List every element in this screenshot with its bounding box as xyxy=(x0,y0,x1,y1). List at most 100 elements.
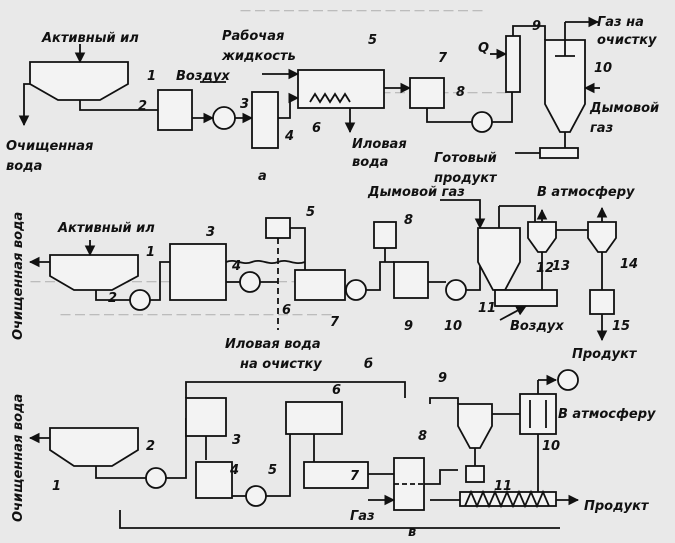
c-label-product: Продукт xyxy=(584,499,650,514)
c-num-6: 6 xyxy=(332,383,341,398)
b-cyclone-11 xyxy=(477,227,521,291)
c-pump-2 xyxy=(145,467,167,489)
b-num-5: 5 xyxy=(306,205,315,220)
a-label-working-fluid-2: жидкость xyxy=(221,49,296,64)
a-num-9: 9 xyxy=(532,19,541,34)
b-cyclone-13 xyxy=(527,221,557,253)
b-label-activated-sludge: Активный ил xyxy=(57,221,155,236)
b-cyclone-14 xyxy=(587,221,617,253)
a-label-treated-water-1: Очищенная xyxy=(6,139,93,154)
b-num-8: 8 xyxy=(404,213,413,228)
a-label-finished-product-1: Готовый xyxy=(434,151,497,166)
c-label-gas: Газ xyxy=(350,509,375,524)
b-pump-4 xyxy=(239,271,261,293)
a-label-gas-to-cleaning-1: Газ на xyxy=(597,15,644,30)
scheme-b: Активный ил Очищенная вода Дымовой газ В… xyxy=(11,185,638,372)
c-fan xyxy=(557,369,579,391)
a-scheme-letter: а xyxy=(258,169,267,184)
a-label-q: Q xyxy=(478,41,489,56)
svg-text:— — — — — — — — — — — — — — —: — — — — — — — — — — — — — — — — — — — xyxy=(60,308,332,321)
c-box-7 xyxy=(303,461,369,489)
c-box-small xyxy=(465,465,485,483)
c-num-7: 7 xyxy=(350,469,360,484)
b-fluid-bed-12 xyxy=(494,289,558,307)
b-pump-2 xyxy=(129,289,151,311)
c-num-3: 3 xyxy=(232,433,241,448)
a-label-flue-gas-1: Дымовой xyxy=(589,101,659,116)
a-num-5: 5 xyxy=(368,33,377,48)
b-num-14: 14 xyxy=(620,257,638,272)
a-label-treated-water-2: вода xyxy=(6,159,42,174)
a-label-activated-sludge: Активный ил xyxy=(41,31,139,46)
scheme-a: Активный ил Рабочая жидкость Воздух Газ … xyxy=(6,15,659,186)
c-num-4: 4 xyxy=(229,463,239,478)
a-num-7: 7 xyxy=(438,51,448,66)
c-num-10: 10 xyxy=(542,439,560,454)
b-box-9 xyxy=(393,261,429,299)
a-num-4: 4 xyxy=(284,129,294,144)
c-num-9: 9 xyxy=(438,371,447,386)
c-num-11: 11 xyxy=(494,479,512,494)
c-label-to-atmosphere: В атмосферу xyxy=(558,407,656,422)
a-cyclone-10 xyxy=(544,39,586,133)
b-label-sludge-water-1: Иловая вода xyxy=(225,337,321,352)
a-product-bin xyxy=(539,147,579,159)
a-label-gas-to-cleaning-2: очистку xyxy=(597,33,657,48)
b-num-2: 2 xyxy=(108,291,117,306)
a-dryer-9 xyxy=(505,35,521,93)
b-box-3 xyxy=(169,243,227,301)
c-pump-5 xyxy=(245,485,267,507)
b-box-15 xyxy=(589,289,615,315)
a-num-8: 8 xyxy=(456,85,465,100)
a-thickener-1 xyxy=(29,61,129,101)
a-box-4 xyxy=(251,91,279,149)
a-num-6: 6 xyxy=(312,121,321,136)
b-num-4: 4 xyxy=(231,259,241,274)
b-label-flue-gas: Дымовой газ xyxy=(367,185,465,200)
c-box-4 xyxy=(195,461,233,499)
b-box-8 xyxy=(373,221,397,249)
b-label-product: Продукт xyxy=(572,347,638,362)
a-pump-8 xyxy=(471,111,493,133)
c-thickener-1 xyxy=(49,427,139,467)
b-label-sludge-water-2: на очистку xyxy=(240,357,322,372)
c-bag-filter-10 xyxy=(519,393,557,435)
b-num-9: 9 xyxy=(404,319,413,334)
a-label-working-fluid-1: Рабочая xyxy=(222,29,284,44)
b-num-12: 12 xyxy=(536,261,554,276)
a-label-flue-gas-2: газ xyxy=(590,121,613,136)
b-pump-7 xyxy=(345,279,367,301)
b-num-6: 6 xyxy=(282,303,291,318)
a-label-finished-product-2: продукт xyxy=(434,171,498,186)
c-num-5: 5 xyxy=(268,463,277,478)
a-label-air: Воздух xyxy=(176,69,230,84)
a-tank-2 xyxy=(157,89,193,131)
a-label-sludge-water-2: вода xyxy=(352,155,388,170)
b-label-treated-water: Очищенная вода xyxy=(11,212,26,340)
b-num-11: 11 xyxy=(478,301,496,316)
a-num-10: 10 xyxy=(594,61,612,76)
c-scheme-letter: в xyxy=(408,525,416,540)
a-num-3: 3 xyxy=(240,97,249,112)
svg-text:— — — — — — — — — — — — — — —: — — — — — — — — — — — — — — — — — xyxy=(240,4,483,17)
c-box-6 xyxy=(285,401,343,435)
c-box-3 xyxy=(185,397,227,437)
b-num-1: 1 xyxy=(146,245,155,260)
b-num-15: 15 xyxy=(612,319,630,334)
b-num-13: 13 xyxy=(552,259,570,274)
c-num-2: 2 xyxy=(146,439,155,454)
b-box-6 xyxy=(294,269,346,301)
a-label-sludge-water-1: Иловая xyxy=(352,137,407,152)
a-num-2: 2 xyxy=(138,99,147,114)
b-scheme-letter: б xyxy=(364,357,373,372)
c-num-8: 8 xyxy=(418,429,427,444)
b-label-to-atmosphere: В атмосферу xyxy=(537,185,635,200)
c-num-1: 1 xyxy=(52,479,61,494)
b-label-air: Воздух xyxy=(510,319,564,334)
a-flotation-tank-5 xyxy=(297,69,385,109)
b-box-5 xyxy=(265,217,291,239)
scheme-c: Очищенная вода В атмосферу Газ Продукт в… xyxy=(11,369,656,540)
a-num-1: 1 xyxy=(147,69,156,84)
b-num-10: 10 xyxy=(444,319,462,334)
